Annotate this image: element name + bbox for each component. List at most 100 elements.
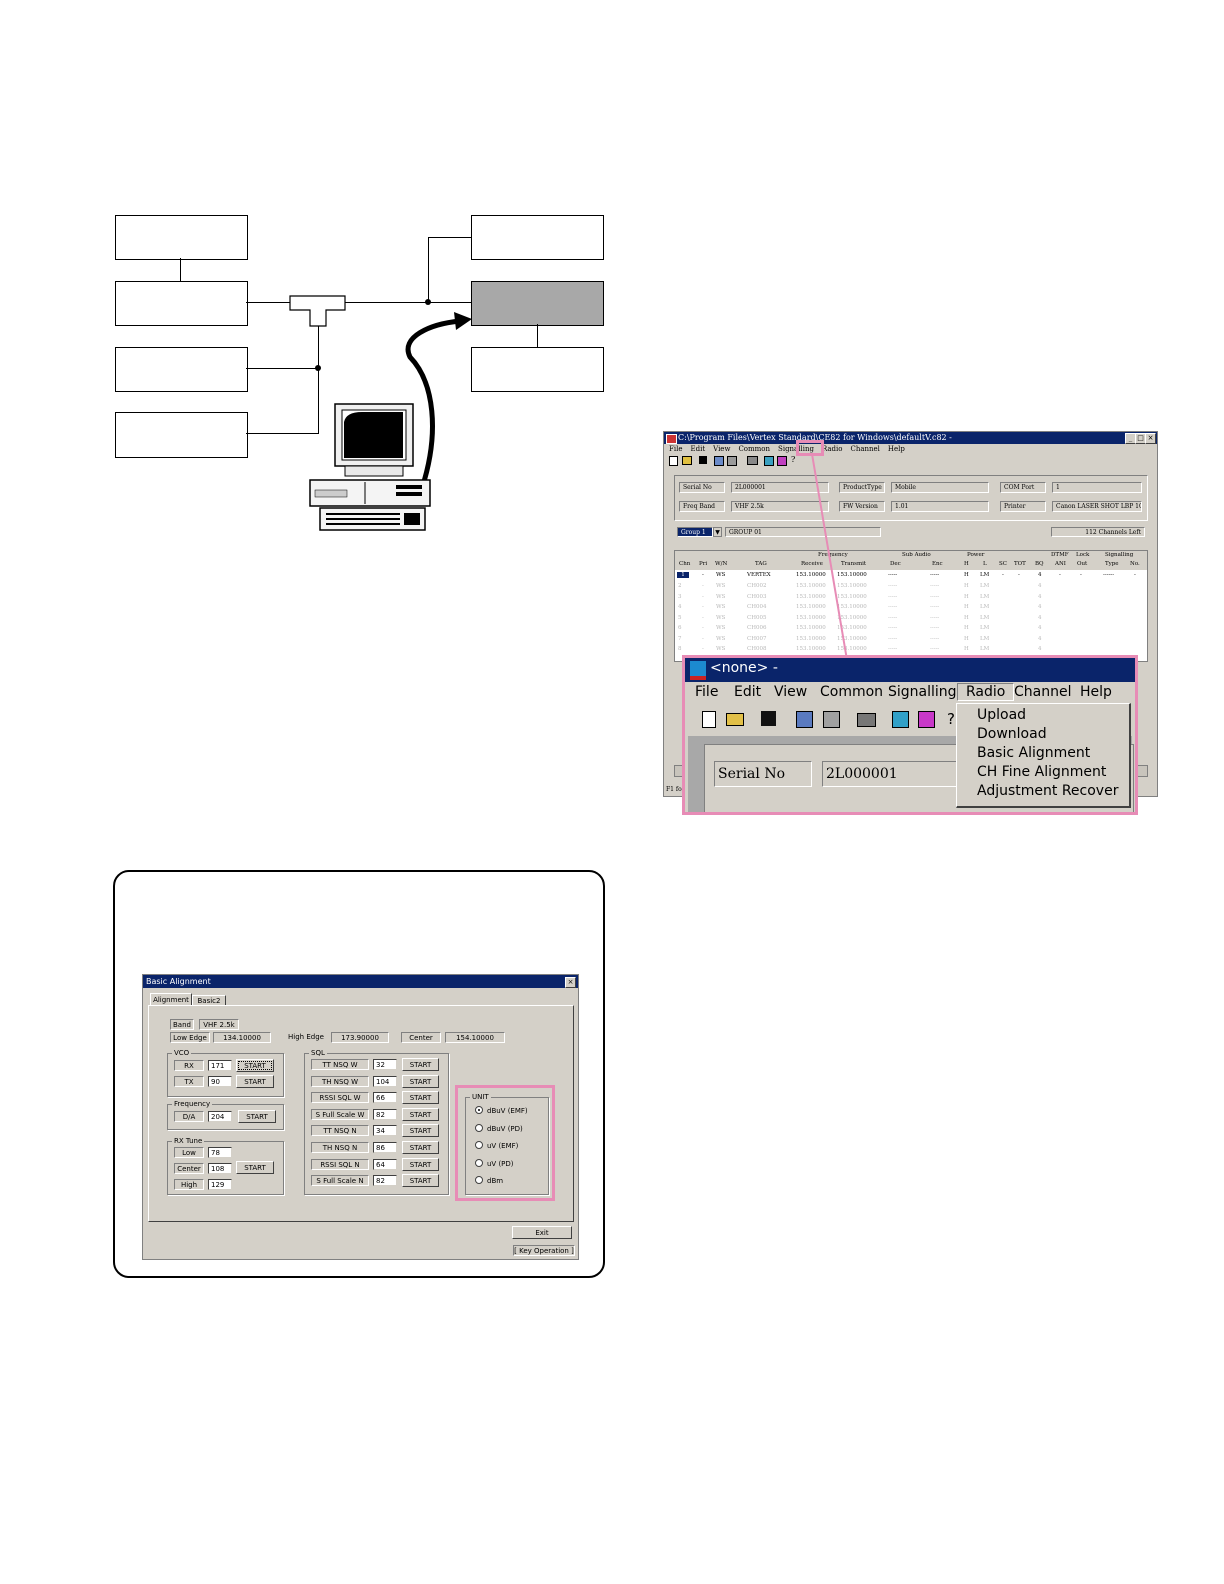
menu-item-upload[interactable]: Upload — [977, 707, 1027, 723]
sql-input[interactable]: 82 — [373, 1108, 397, 1120]
sql-input[interactable]: 104 — [373, 1075, 397, 1087]
tab-alignment[interactable]: Alignment — [150, 993, 192, 1006]
low-input[interactable]: 78 — [208, 1147, 232, 1158]
da-label: D/A — [174, 1111, 204, 1122]
menu-common[interactable]: Common — [738, 445, 771, 453]
sql-start-button[interactable]: START — [402, 1124, 439, 1138]
radio-button-icon[interactable] — [475, 1123, 483, 1132]
col-dec: Dec — [890, 561, 901, 567]
menu-radio[interactable]: Radio — [821, 445, 843, 453]
zoom-menu-view[interactable]: View — [774, 684, 808, 700]
zoom-menu-radio[interactable]: Radio — [957, 683, 1015, 701]
sql-start-button[interactable]: START — [402, 1141, 439, 1154]
rx-start-button[interactable]: START — [236, 1059, 274, 1072]
table-cell: LM — [980, 614, 990, 621]
tx-start-button[interactable]: START — [236, 1075, 274, 1088]
rx-tune-start-button[interactable]: START — [236, 1161, 274, 1174]
sql-input[interactable]: 82 — [373, 1175, 397, 1187]
menu-item-adjustment-recover[interactable]: Adjustment Recover — [977, 783, 1119, 799]
unit-radio-option[interactable]: dBm — [475, 1176, 503, 1186]
help-icon[interactable]: ? — [791, 455, 796, 464]
zoom-menu-edit[interactable]: Edit — [734, 684, 762, 700]
menu-view[interactable]: View — [713, 445, 731, 453]
vco-group-title: VCO — [172, 1048, 192, 1058]
sql-input[interactable]: 34 — [373, 1125, 397, 1137]
sql-input[interactable]: 64 — [373, 1158, 397, 1170]
radio-button-icon[interactable] — [475, 1141, 483, 1150]
save-icon[interactable] — [761, 711, 776, 726]
sql-start-button[interactable]: START — [402, 1107, 439, 1121]
tx-input[interactable]: 90 — [208, 1076, 232, 1087]
print-icon[interactable] — [747, 456, 758, 465]
table-row[interactable]: 1 - WS VERTEX 153.10000 153.10000 ----- … — [675, 571, 1147, 581]
zoom-menu-help[interactable]: Help — [1080, 684, 1112, 700]
radio-button-icon[interactable] — [475, 1176, 483, 1185]
new-icon[interactable] — [702, 711, 716, 728]
close-icon[interactable]: × — [1145, 433, 1156, 444]
menu-item-basic-alignment[interactable]: Basic Alignment — [977, 745, 1091, 761]
radio-button-icon[interactable] — [475, 1106, 483, 1114]
zoom-menu-file[interactable]: File — [695, 684, 719, 700]
paste-icon[interactable] — [823, 711, 840, 728]
sql-start-button[interactable]: START — [402, 1091, 439, 1105]
da-start-button[interactable]: START — [238, 1110, 276, 1123]
close-icon[interactable]: × — [565, 977, 576, 988]
zoom-menu-common[interactable]: Common — [820, 684, 884, 700]
menu-file[interactable]: File — [669, 445, 683, 453]
menu-item-download[interactable]: Download — [977, 726, 1047, 742]
download-icon[interactable] — [777, 456, 787, 466]
producttype-value: Mobile — [891, 482, 989, 493]
exit-button[interactable]: Exit — [512, 1226, 572, 1239]
zoom-menu-channel[interactable]: Channel — [1014, 684, 1072, 700]
radio-button-icon[interactable] — [475, 1158, 483, 1167]
tab-basic2[interactable]: Basic2 — [192, 995, 226, 1006]
col-ani: ANI — [1055, 561, 1066, 567]
help-icon[interactable]: ? — [947, 710, 955, 728]
sql-input[interactable]: 66 — [373, 1092, 397, 1104]
menu-signalling[interactable]: Signalling — [778, 445, 814, 453]
sql-input[interactable]: 86 — [373, 1142, 397, 1153]
upload-icon[interactable] — [764, 456, 774, 466]
unit-radio-option[interactable]: uV (PD) — [475, 1158, 514, 1169]
unit-radio-option[interactable]: dBuV (PD) — [475, 1123, 523, 1134]
new-icon[interactable] — [669, 456, 678, 466]
cell-sc: - — [1002, 572, 1004, 578]
dialog-title: Basic Alignment — [146, 977, 211, 986]
print-icon[interactable] — [857, 713, 876, 727]
sql-input[interactable]: 32 — [373, 1059, 397, 1070]
download-icon[interactable] — [918, 711, 935, 728]
rx-center-input[interactable]: 108 — [208, 1163, 232, 1174]
high-input[interactable]: 129 — [208, 1179, 232, 1190]
upload-icon[interactable] — [892, 711, 909, 728]
chevron-down-icon[interactable]: ▼ — [713, 527, 722, 537]
copy-icon[interactable] — [714, 456, 724, 466]
sql-start-button[interactable]: START — [402, 1074, 439, 1088]
low-edge-value: 134.10000 — [213, 1032, 271, 1043]
table-cell: 4 — [1038, 625, 1042, 631]
paste-icon[interactable] — [727, 456, 737, 466]
zoom-menu-signalling[interactable]: Signalling — [888, 684, 957, 700]
open-icon[interactable] — [726, 713, 744, 726]
save-icon[interactable] — [699, 456, 707, 464]
menu-help[interactable]: Help — [887, 445, 905, 453]
sql-start-button[interactable]: START — [402, 1174, 439, 1188]
group-select[interactable]: Group 1 — [677, 527, 713, 537]
sql-start-button[interactable]: START — [402, 1157, 439, 1171]
unit-radio-option[interactable]: dBuV (EMF) — [475, 1106, 528, 1116]
da-input[interactable]: 204 — [208, 1111, 232, 1122]
sql-start-button[interactable]: START — [402, 1058, 439, 1071]
open-icon[interactable] — [682, 456, 692, 465]
copy-icon[interactable] — [796, 711, 813, 728]
menu-edit[interactable]: Edit — [690, 445, 706, 453]
unit-radio-option[interactable]: uV (EMF) — [475, 1141, 518, 1151]
rx-input[interactable]: 171 — [208, 1060, 232, 1071]
menu-channel[interactable]: Channel — [850, 445, 880, 453]
menu-item-ch-fine-alignment[interactable]: CH Fine Alignment — [977, 764, 1107, 780]
